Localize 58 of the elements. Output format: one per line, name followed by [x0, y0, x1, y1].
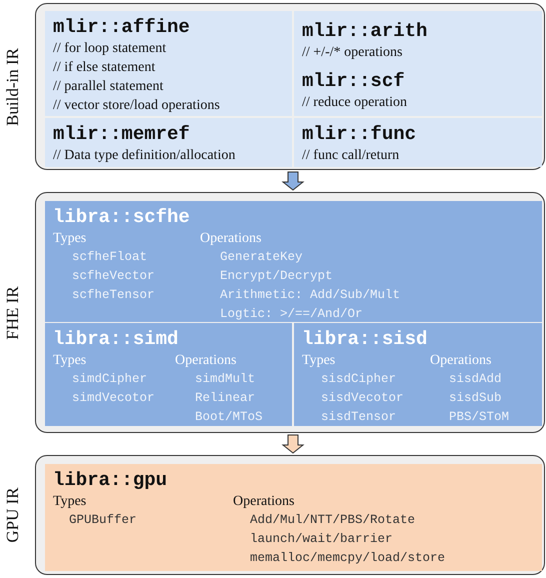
type-name: scfheFloat [72, 249, 148, 266]
module-name: mlir::affine [53, 15, 190, 39]
operation-name: launch/wait/barrier [250, 531, 393, 548]
comment-text: // for loop statement [53, 40, 166, 58]
column-header: Types [53, 493, 86, 511]
module-name: libra::gpu [53, 468, 168, 492]
type-name: simdCipher [72, 371, 148, 388]
type-name: sisdVecotor [321, 390, 404, 407]
operation-name: Logtic: >/==/And/Or [220, 306, 363, 323]
module-name: mlir::arith [302, 19, 428, 43]
operation-name: sisdAdd [449, 371, 502, 388]
block-arrow [282, 172, 304, 191]
module-panel [45, 201, 542, 322]
column-header: Operations [430, 352, 492, 370]
module-name: mlir::scf [302, 69, 405, 93]
operation-name: simdMult [195, 371, 256, 388]
comment-text: // vector store/load operations [53, 97, 220, 115]
layer-label: GPU IR [3, 487, 23, 543]
block-arrow [282, 434, 304, 454]
type-name: sisdTensor [321, 409, 396, 426]
module-name: mlir::func [302, 122, 416, 146]
comment-text: // reduce operation [302, 94, 407, 112]
operation-name: memalloc/memcpy/load/store [250, 550, 446, 567]
type-name: simdVecotor [72, 390, 155, 407]
module-name: libra::sisd [302, 327, 428, 351]
comment-text: // Data type definition/allocation [53, 147, 236, 165]
operation-name: GenerateKey [220, 249, 303, 266]
module-panel [294, 323, 542, 426]
operation-name: Relinear [195, 390, 256, 407]
type-name: GPUBuffer [69, 512, 137, 529]
comment-text: // +/-/* operations [302, 44, 402, 62]
comment-text: // parallel statement [53, 78, 164, 96]
module-name: mlir::memref [53, 122, 190, 146]
column-header: Types [53, 230, 86, 248]
module-panel [45, 323, 292, 426]
type-name: scfheVector [72, 268, 155, 285]
comment-text: // func call/return [302, 147, 400, 165]
operation-name: PBS/SToM [449, 409, 510, 426]
comment-text: // if else statement [53, 59, 156, 77]
module-panel [294, 118, 542, 167]
column-header: Operations [175, 352, 236, 370]
type-name: sisdCipher [321, 371, 396, 388]
operation-name: Boot/MToS [195, 409, 263, 426]
module-name: libra::scfhe [53, 205, 190, 229]
module-panel [45, 118, 292, 167]
column-header: Types [53, 352, 86, 370]
layer-label: Build-in IR [3, 48, 23, 126]
column-header: Operations [233, 493, 294, 511]
operation-name: Arithmetic: Add/Sub/Mult [220, 287, 400, 304]
type-name: scfheTensor [72, 287, 155, 304]
module-panel [294, 11, 542, 63]
column-header: Operations [200, 230, 262, 248]
column-header: Types [302, 352, 336, 370]
operation-name: Encrypt/Decrypt [220, 268, 333, 285]
module-name: libra::simd [53, 327, 178, 351]
operation-name: sisdSub [449, 390, 502, 407]
operation-name: Add/Mul/NTT/PBS/Rotate [250, 512, 416, 529]
layer-label: FHE IR [3, 286, 23, 340]
